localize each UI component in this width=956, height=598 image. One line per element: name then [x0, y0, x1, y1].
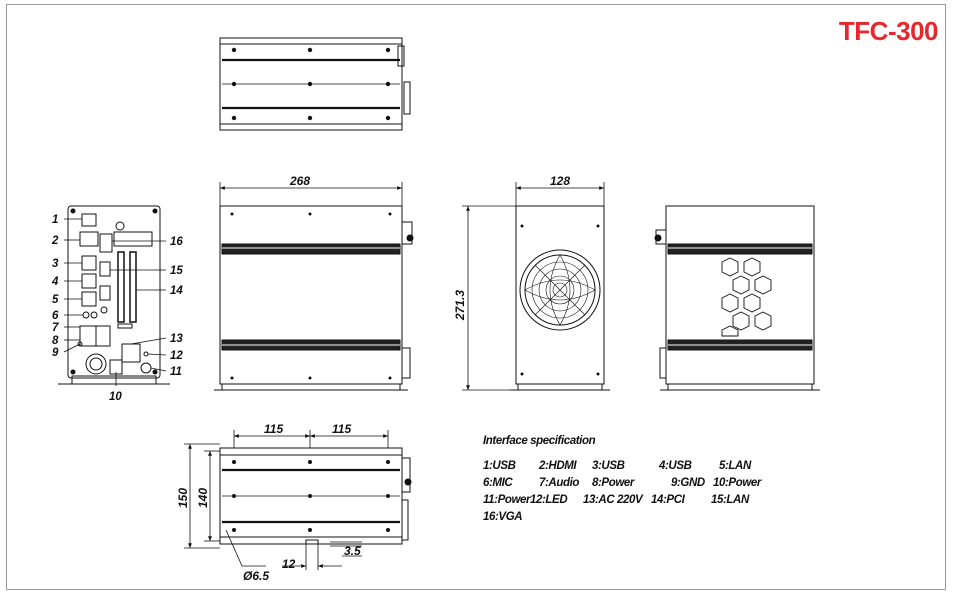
model-title: TFC-300 [838, 16, 939, 46]
callout-8: 8 [52, 335, 59, 347]
callout-5: 5 [52, 294, 59, 306]
callout-1: 1 [52, 214, 58, 226]
dim-slot-width: 3.5 [344, 544, 361, 558]
spec-item: 12:LED [530, 494, 568, 506]
callout-11: 11 [170, 366, 182, 378]
dim-width: 268 [289, 174, 310, 188]
side-view-right [654, 205, 820, 391]
back-view-fan [462, 182, 610, 391]
spec-item: 1:USB [483, 460, 516, 472]
side-view-left [214, 182, 414, 391]
callout-2: 2 [51, 235, 59, 247]
callout-3: 3 [52, 258, 59, 270]
dim-depth: 128 [550, 174, 570, 188]
dim-hole-spacing-2: 115 [332, 422, 351, 436]
spec-item: 15:LAN [711, 494, 749, 506]
spec-item: 7:Audio [539, 477, 579, 489]
dim-slot-length: 12 [282, 557, 296, 571]
callout-14: 14 [170, 285, 183, 297]
callout-13: 13 [170, 333, 183, 345]
spec-item: 11:Power [483, 494, 531, 506]
spec-item: 6:MIC [483, 477, 513, 489]
spec-item: 16:VGA [483, 511, 523, 523]
spec-item: 3:USB [592, 460, 625, 472]
bottom-view [184, 430, 412, 570]
dim-plate-outer: 150 [176, 488, 190, 508]
spec-item: 8:Power [592, 477, 634, 489]
callout-6: 6 [52, 310, 59, 322]
dim-hole-diameter: Ø6.5 [243, 569, 269, 583]
dim-plate-inner: 140 [196, 488, 210, 508]
io-panel-view [58, 205, 170, 386]
spec-item: 9:GND [671, 477, 705, 489]
dim-hole-spacing-1: 115 [264, 422, 283, 436]
spec-item: 2:HDMI [539, 460, 577, 472]
spec-item: 10:Power [713, 477, 761, 489]
callout-10: 10 [109, 391, 122, 403]
callout-7: 7 [52, 322, 59, 334]
callout-12: 12 [170, 350, 183, 362]
callout-9: 9 [52, 347, 59, 359]
interface-spec-title: Interface specification [483, 435, 596, 447]
spec-item: 5:LAN [719, 460, 751, 472]
callout-numbers: 1 2 3 4 5 6 7 8 9 10 11 12 13 14 15 16 [51, 214, 183, 403]
callout-4: 4 [51, 276, 59, 288]
dim-height: 271.3 [453, 290, 467, 321]
top-view [219, 37, 411, 131]
spec-item: 13:AC 220V [583, 494, 643, 506]
spec-item: 4:USB [659, 460, 692, 472]
spec-item: 14:PCI [651, 494, 685, 506]
drawing-frame [6, 4, 946, 590]
callout-16: 16 [170, 236, 183, 248]
callout-15: 15 [170, 265, 183, 277]
